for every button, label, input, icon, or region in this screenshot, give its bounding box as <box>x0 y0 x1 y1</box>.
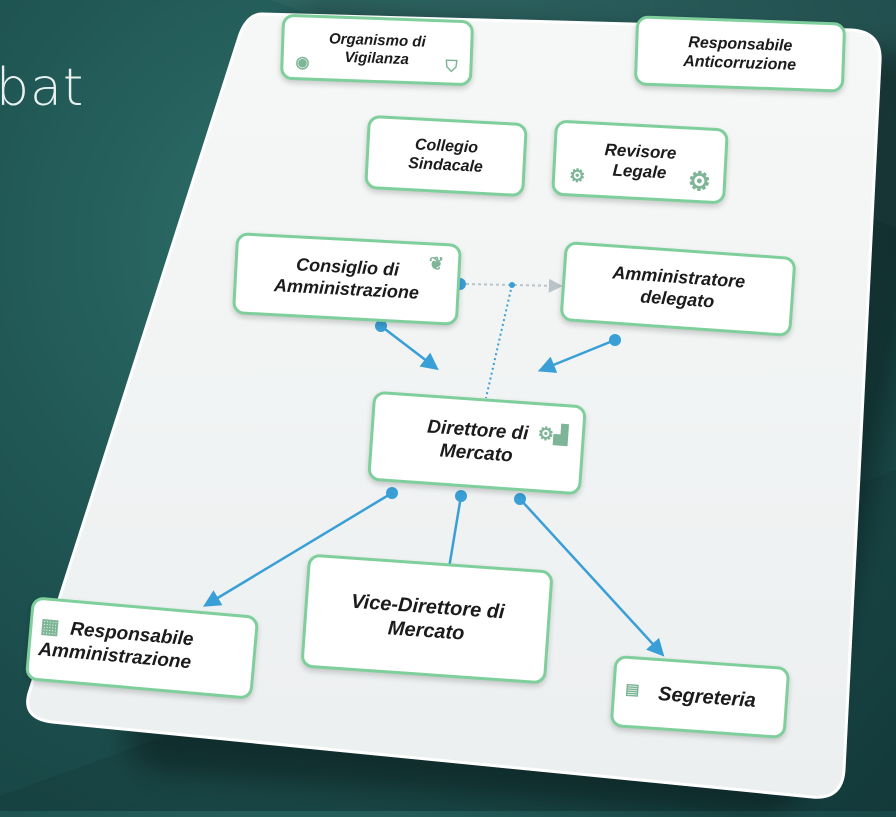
node-organismo-line1: Organismo di <box>328 30 426 51</box>
node-revisore-legale: Revisore Legale ⚙ ⚙ <box>551 119 729 205</box>
node-amministratore-delegato: Amministratore delegato <box>559 241 797 337</box>
node-segreteria-line1: Segreteria <box>657 683 757 712</box>
node-revisore-line2: Legale <box>612 160 667 183</box>
node-collegio-sindacale: Collegio Sindacale <box>364 114 528 198</box>
node-direttore-mercato: Direttore di Mercato ⚙▟ <box>367 390 587 496</box>
slide-title-fragment: bat <box>0 58 85 118</box>
node-segreteria: ▤ Segreteria <box>609 654 791 740</box>
calculator-icon: ▦ <box>39 615 61 639</box>
gear-icon: ⚙ <box>686 165 712 197</box>
handshake-icon: ❦ <box>428 253 445 275</box>
gear-icon: ⚙ <box>568 165 586 187</box>
node-consiglio-amministrazione: Consiglio di Amministrazione ❦ <box>232 232 462 326</box>
node-organismo-vigilanza: Organismo di Vigilanza ◉ ⛉ <box>279 13 475 87</box>
analytics-icon: ⚙▟ <box>537 423 569 446</box>
node-responsabile-anticorruzione: Responsabile Anticorruzione <box>633 15 847 93</box>
node-vice-direttore: Vice-Direttore di Mercato <box>300 553 554 685</box>
eye-icon: ◉ <box>295 54 310 72</box>
connectors <box>203 278 665 657</box>
id-card-icon: ▤ <box>624 680 641 699</box>
shield-icon: ⛉ <box>445 58 458 76</box>
node-organismo-line2: Vigilanza <box>344 48 410 69</box>
node-anticorruzione-line2: Anticorruzione <box>682 53 797 74</box>
node-collegio-line2: Sindacale <box>407 155 484 176</box>
